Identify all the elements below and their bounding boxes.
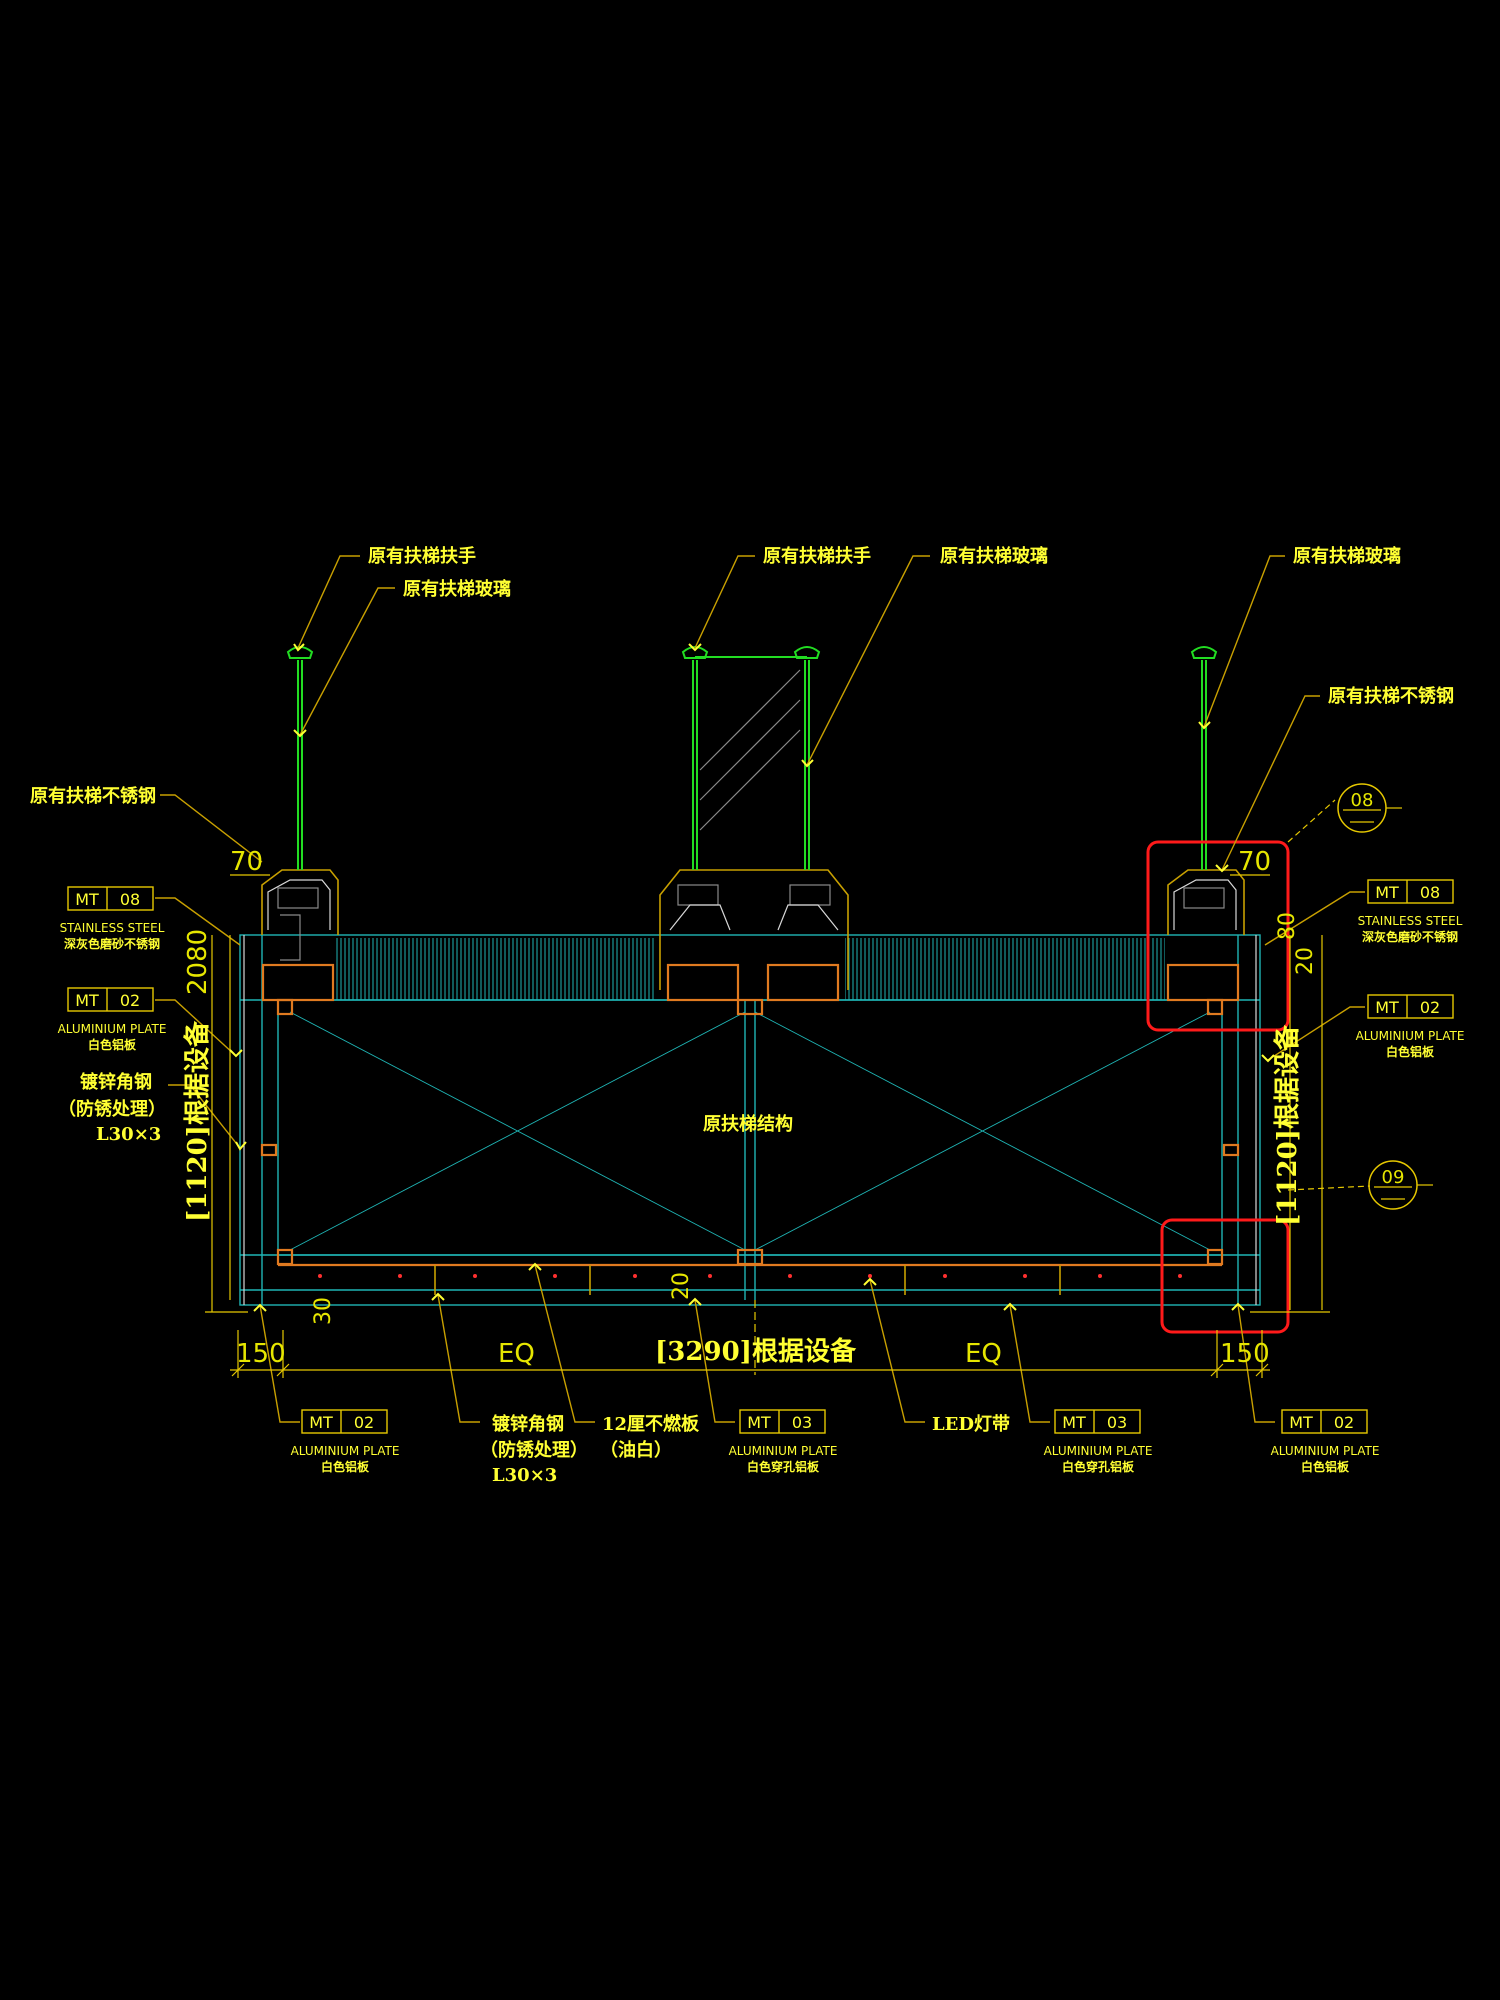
arrow-marks — [229, 643, 1275, 1312]
leader-lines — [155, 555, 1365, 1423]
dim-20-bottom: 20 — [669, 1272, 694, 1300]
label-angle-left-1: 镀锌角钢 — [80, 1071, 152, 1093]
dimension-text: 70 70 2080 [1120]根据设备 [1120]根据设备 80 20 2… — [183, 847, 1318, 1369]
tag-mt08-right-num: 08 — [1420, 883, 1440, 902]
label-angle-bot-3: L30×3 — [492, 1465, 557, 1486]
label-angle-left-3: L30×3 — [96, 1124, 161, 1145]
dim-3290: [3290]根据设备 — [655, 1337, 857, 1367]
callout-08-text: 08 — [1351, 790, 1374, 811]
tag-mt03-bottom-1-code: MT — [747, 1413, 771, 1432]
callout-09: 09 — [1287, 1160, 1433, 1210]
tag-mt02-bottom-right-num: 02 — [1334, 1413, 1354, 1432]
annotation-labels: 原有扶梯扶手 原有扶梯玻璃 原有扶梯扶手 原有扶梯玻璃 原有扶梯玻璃 原有扶梯不… — [30, 545, 1454, 1486]
label-handrail-mid: 原有扶梯扶手 — [763, 545, 871, 567]
tag-mt08-right: MT 08 STAINLESS STEEL 深灰色磨砂不锈钢 — [1358, 879, 1463, 944]
tag-mt08-right-en: STAINLESS STEEL — [1358, 914, 1463, 928]
dim-1120-right: [1120]根据设备 — [1273, 1024, 1303, 1226]
highlight-box-bottom-right — [1160, 1218, 1290, 1334]
tag-mt02-bottom-right-en: ALUMINIUM PLATE — [1271, 1444, 1380, 1458]
tag-mt08-left-num: 08 — [120, 890, 140, 909]
label-led: LED灯带 — [932, 1414, 1010, 1435]
tag-mt03-bottom-1-num: 03 — [792, 1413, 812, 1432]
tag-mt08-left: MT 08 STAINLESS STEEL 深灰色磨砂不锈钢 — [60, 886, 165, 951]
label-steel-left: 原有扶梯不锈钢 — [30, 785, 156, 807]
dim-70-left: 70 — [230, 847, 263, 877]
dim-eq-right: EQ — [965, 1339, 1002, 1369]
tag-mt03-bottom-2: MT 03 ALUMINIUM PLATE 白色穿孔铝板 — [1044, 1409, 1153, 1474]
balustrade-left — [261, 646, 339, 961]
dim-1120-left: [1120]根据设备 — [183, 1020, 213, 1222]
label-board-2: （油白） — [600, 1439, 672, 1461]
tag-mt02-right-num: 02 — [1420, 998, 1440, 1017]
tag-mt02-right: MT 02 ALUMINIUM PLATE 白色铝板 — [1356, 994, 1465, 1059]
label-steel-right: 原有扶梯不锈钢 — [1328, 685, 1454, 707]
callout-08: 08 — [1287, 783, 1402, 843]
tag-mt02-bottom-right-code: MT — [1289, 1413, 1313, 1432]
label-board-1: 12厘不燃板 — [602, 1413, 700, 1435]
tag-mt02-left-cn: 白色铝板 — [88, 1037, 137, 1052]
tag-mt08-right-cn: 深灰色磨砂不锈钢 — [1362, 929, 1458, 944]
tag-mt02-right-en: ALUMINIUM PLATE — [1356, 1029, 1465, 1043]
steps-hatch-left — [335, 938, 655, 1000]
dim-30: 30 — [311, 1297, 336, 1325]
callout-09-text: 09 — [1382, 1167, 1405, 1188]
led-strip — [318, 1274, 1182, 1278]
tag-mt02-bottom-left: MT 02 ALUMINIUM PLATE 白色铝板 — [291, 1409, 400, 1474]
tag-mt02-bottom-left-code: MT — [309, 1413, 333, 1432]
label-glass-left: 原有扶梯玻璃 — [403, 578, 511, 600]
tag-mt03-bottom-2-code: MT — [1062, 1413, 1086, 1432]
tag-mt02-right-cn: 白色铝板 — [1386, 1044, 1435, 1059]
balustrade-right — [1167, 646, 1245, 935]
tag-mt02-bottom-left-cn: 白色铝板 — [321, 1459, 370, 1474]
label-angle-bot-2: （防锈处理） — [480, 1439, 588, 1461]
tag-mt02-right-code: MT — [1375, 998, 1399, 1017]
dim-150-left: 150 — [236, 1339, 286, 1369]
label-glass-right: 原有扶梯玻璃 — [1293, 545, 1401, 567]
dim-150-right: 150 — [1220, 1339, 1270, 1369]
tag-mt08-left-en: STAINLESS STEEL — [60, 921, 165, 935]
label-angle-bot-1: 镀锌角钢 — [492, 1413, 564, 1435]
label-glass-mid: 原有扶梯玻璃 — [940, 545, 1048, 567]
tag-mt03-bottom-2-num: 03 — [1107, 1413, 1127, 1432]
tag-mt02-bottom-right: MT 02 ALUMINIUM PLATE 白色铝板 — [1271, 1409, 1380, 1474]
dim-2080: 2080 — [183, 929, 213, 995]
dim-70-right: 70 — [1238, 847, 1271, 877]
highlight-box-top-right — [1146, 840, 1290, 1032]
tag-mt03-bottom-2-en: ALUMINIUM PLATE — [1044, 1444, 1153, 1458]
tag-mt03-bottom-1: MT 03 ALUMINIUM PLATE 白色穿孔铝板 — [729, 1409, 838, 1474]
tag-mt03-bottom-2-cn: 白色穿孔铝板 — [1062, 1459, 1135, 1474]
dimension-lines — [205, 874, 1330, 1378]
dim-80: 80 — [1275, 912, 1300, 940]
tag-mt08-left-cn: 深灰色磨砂不锈钢 — [64, 936, 160, 951]
steps-hatch-right — [845, 938, 1165, 1000]
tag-mt02-bottom-right-cn: 白色铝板 — [1301, 1459, 1350, 1474]
tag-mt02-bottom-left-en: ALUMINIUM PLATE — [291, 1444, 400, 1458]
tag-mt03-bottom-1-cn: 白色穿孔铝板 — [747, 1459, 820, 1474]
balustrade-middle — [659, 646, 849, 990]
tag-mt02-left-code: MT — [75, 991, 99, 1010]
tag-mt08-left-code: MT — [75, 890, 99, 909]
tag-mt03-bottom-1-en: ALUMINIUM PLATE — [729, 1444, 838, 1458]
tag-mt02-bottom-left-num: 02 — [354, 1413, 374, 1432]
tag-mt02-left-en: ALUMINIUM PLATE — [58, 1022, 167, 1036]
tag-mt02-left-num: 02 — [120, 991, 140, 1010]
dim-20-right: 20 — [1293, 947, 1318, 975]
tag-mt02-left: MT 02 ALUMINIUM PLATE 白色铝板 — [58, 987, 167, 1052]
tag-mt08-right-code: MT — [1375, 883, 1399, 902]
escalator-structure — [239, 934, 1261, 1306]
dim-eq-left: EQ — [498, 1339, 535, 1369]
label-angle-left-2: （防锈处理） — [58, 1098, 166, 1120]
label-handrail-left: 原有扶梯扶手 — [368, 545, 476, 567]
label-structure: 原扶梯结构 — [703, 1113, 793, 1135]
